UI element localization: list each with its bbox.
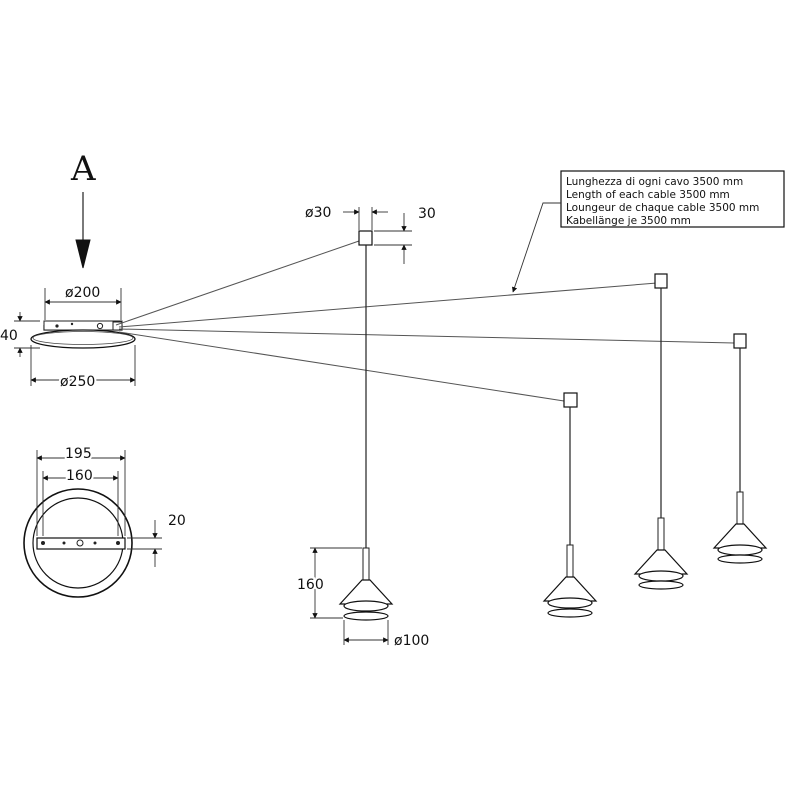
dim-bracket-width: 195 <box>65 446 92 462</box>
pendant-lamp-1 <box>338 547 394 621</box>
anchor-3 <box>733 333 747 349</box>
pendant-lamp-2 <box>542 544 598 618</box>
dim-shade-dia: ø100 <box>394 633 429 649</box>
anchor-1 <box>358 230 373 246</box>
pendant-cords <box>365 245 741 548</box>
note-line-it: Lunghezza di ogni cavo 3500 mm <box>566 176 743 188</box>
dim-anchor-height: 30 <box>418 206 436 222</box>
canopy-side-view <box>30 320 136 349</box>
note-line-en: Length of each cable 3500 mm <box>566 189 730 201</box>
pendant-lamp-4 <box>712 491 768 564</box>
dim-canopy-inner-dia: ø200 <box>65 285 100 301</box>
dimension-canopy-inner-dia: ø200 <box>44 285 122 320</box>
note-line-de: Kabellänge je 3500 mm <box>566 215 691 227</box>
anchor-2 <box>654 273 668 289</box>
dim-canopy-outer-dia: ø250 <box>60 374 95 390</box>
dimension-bracket-width: 195 <box>36 444 126 536</box>
dimension-shade-height: 160 <box>295 547 362 619</box>
note-line-fr: Loungeur de chaque cable 3500 mm <box>566 202 759 214</box>
dimension-shade-dia: ø100 <box>343 620 429 649</box>
pendant-lamp-3 <box>633 517 689 590</box>
anchor-4 <box>563 392 578 408</box>
dimension-canopy-height: 40 <box>0 312 40 357</box>
ceiling-anchors <box>358 230 747 408</box>
dimension-bracket-depth: 20 <box>127 513 186 567</box>
dim-bracket-holes: 160 <box>66 468 93 484</box>
dim-shade-height: 160 <box>297 577 324 593</box>
dimension-bracket-holes: 160 <box>42 466 119 536</box>
cable-length-note: Lunghezza di ogni cavo 3500 mm Length of… <box>511 170 785 293</box>
dimension-canopy-outer-dia: ø250 <box>30 345 136 392</box>
dim-anchor-dia: ø30 <box>305 205 331 221</box>
dim-canopy-height: 40 <box>0 328 18 344</box>
canopy-top-view <box>23 488 133 598</box>
suspension-cables <box>115 240 735 402</box>
view-arrow: A <box>70 149 96 269</box>
view-label: A <box>70 149 96 189</box>
dimension-anchor: ø30 30 <box>305 205 436 264</box>
dim-bracket-depth: 20 <box>168 513 186 529</box>
